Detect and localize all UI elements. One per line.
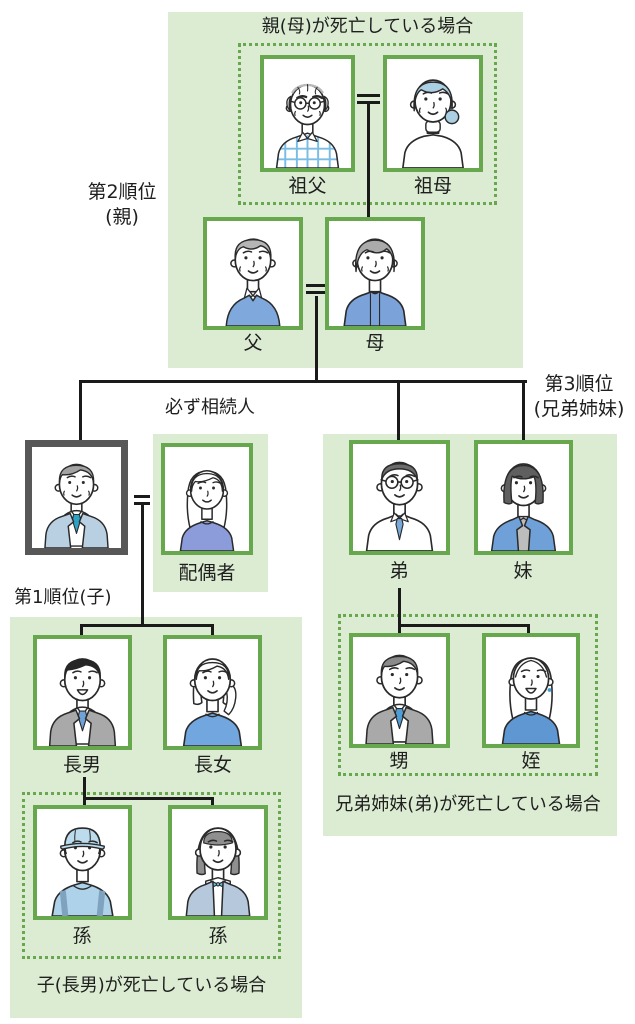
person-grandmother-photo bbox=[383, 55, 483, 172]
person-granddaughter-photo bbox=[168, 805, 268, 920]
rank2-label-line1: 第2順位 bbox=[87, 181, 157, 203]
long-hair-woman-blue-top-open-smile-icon bbox=[486, 637, 576, 744]
person-grandfather-photo bbox=[260, 55, 355, 172]
marriage-equals-connector bbox=[306, 291, 328, 294]
boy-blue-cap-backpack-icon bbox=[37, 809, 128, 916]
person-nephew-label: 甥 bbox=[389, 750, 409, 772]
person-younger-sister-label: 妹 bbox=[513, 560, 533, 582]
kinship-line bbox=[527, 624, 530, 636]
young-man-gray-suit-smiling-icon bbox=[37, 639, 128, 746]
kinship-line bbox=[315, 296, 318, 382]
kinship-line bbox=[80, 380, 527, 383]
marriage-equals-connector bbox=[357, 101, 380, 104]
kinship-line bbox=[522, 380, 525, 442]
rank1-label: 第1順位(子) bbox=[14, 587, 112, 608]
person-nephew-photo bbox=[349, 633, 450, 748]
kinship-line bbox=[398, 588, 401, 626]
person-mother-photo bbox=[325, 217, 425, 330]
girl-gray-bob-school-uniform-icon bbox=[172, 809, 264, 916]
deceased-sibling-case-box bbox=[338, 614, 598, 776]
person-eldest-daughter-label: 長女 bbox=[193, 754, 233, 776]
kinship-line bbox=[211, 624, 214, 637]
kinship-line bbox=[141, 502, 144, 627]
marriage-equals-connector bbox=[134, 502, 150, 505]
person-father-photo bbox=[203, 217, 303, 330]
man-gray-suit-blue-tie-icon bbox=[353, 637, 446, 744]
young-woman-ponytail-blue-top-icon bbox=[167, 639, 258, 746]
person-spouse-photo bbox=[161, 443, 253, 555]
senior-woman-blue-cardigan-icon bbox=[329, 221, 421, 326]
person-grandfather-label: 祖父 bbox=[288, 175, 327, 197]
person-grandson-photo bbox=[33, 805, 132, 920]
rank1-case-caption: 子(長男)が死亡している場合 bbox=[36, 975, 267, 996]
person-eldest-son-photo bbox=[33, 635, 132, 750]
deceased-child-case-box bbox=[22, 792, 281, 959]
person-granddaughter-label: 孫 bbox=[208, 925, 228, 947]
kinship-line bbox=[398, 624, 401, 636]
person-grandmother-label: 祖母 bbox=[413, 175, 453, 197]
person-grandson-label: 孫 bbox=[72, 925, 92, 947]
rank2-label: 第2順位 (親) bbox=[74, 180, 170, 229]
kinship-line bbox=[83, 797, 214, 800]
elderly-woman-lightblue-hair-bun-icon bbox=[387, 59, 479, 168]
kinship-line bbox=[79, 380, 82, 442]
person-younger-brother-label: 弟 bbox=[389, 560, 409, 582]
person-spouse-label: 配偶者 bbox=[178, 562, 236, 584]
rank3-label: 第3順位 (兄弟姉妹) bbox=[523, 372, 635, 421]
marriage-equals-connector bbox=[357, 94, 380, 97]
always-heir-note: 必ず相続人 bbox=[165, 397, 255, 418]
person-younger-sister-photo bbox=[474, 440, 573, 555]
person-deceased-photo bbox=[25, 440, 128, 555]
woman-dark-bob-blue-cardigan-icon bbox=[478, 444, 569, 551]
elderly-man-glasses-plaid-shirt-icon bbox=[264, 59, 351, 168]
person-father-label: 父 bbox=[243, 332, 263, 354]
long-hair-woman-purple-top-icon bbox=[165, 447, 249, 551]
marriage-equals-connector bbox=[306, 284, 328, 287]
rank2-label-line2: (親) bbox=[105, 205, 139, 228]
person-eldest-daughter-photo bbox=[163, 635, 262, 750]
person-niece-label: 姪 bbox=[521, 750, 541, 772]
kinship-line bbox=[367, 104, 370, 218]
person-niece-photo bbox=[482, 633, 580, 748]
kinship-line bbox=[80, 624, 214, 627]
gray-hair-man-suit-memorial-portrait-icon bbox=[32, 447, 121, 548]
rank3-label-line1: 第3順位 bbox=[544, 373, 614, 395]
person-eldest-son-label: 長男 bbox=[62, 754, 102, 776]
rank3-label-line2: (兄弟姉妹) bbox=[533, 397, 625, 420]
senior-man-blue-vest-icon bbox=[207, 221, 299, 326]
person-mother-label: 母 bbox=[365, 332, 385, 354]
person-younger-brother-photo bbox=[349, 440, 450, 555]
kinship-line bbox=[83, 777, 86, 808]
rank2-case-title: 親(母)が死亡している場合 bbox=[261, 16, 474, 37]
kinship-line bbox=[397, 380, 400, 442]
kinship-line bbox=[211, 797, 214, 808]
marriage-equals-connector bbox=[134, 495, 150, 498]
kinship-line bbox=[80, 624, 83, 637]
kinship-line bbox=[398, 624, 530, 627]
rank3-case-caption: 兄弟姉妹(弟)が死亡している場合 bbox=[335, 794, 601, 815]
man-glasses-white-shirt-blue-tie-icon bbox=[353, 444, 446, 551]
